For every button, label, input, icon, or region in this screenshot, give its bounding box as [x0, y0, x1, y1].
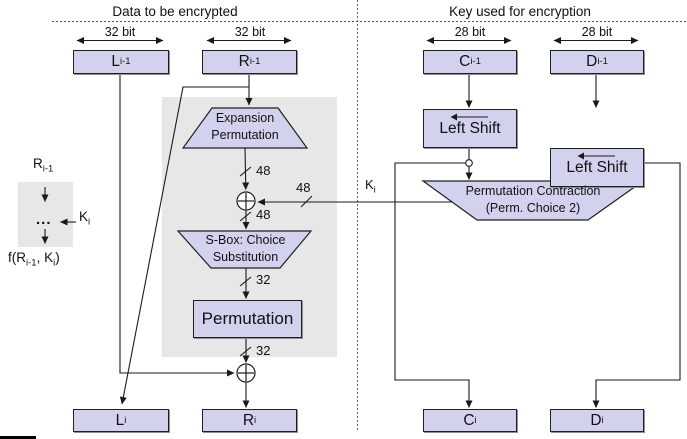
expansion-permutation-label: Expansion Permutation	[183, 110, 307, 144]
d-bit-width-label: 28 bit	[581, 25, 613, 39]
legend-input-sub: i-1	[42, 163, 54, 175]
expansion-permutation-shape	[181, 107, 309, 149]
subkey-label: Ki	[365, 177, 376, 195]
permutation-box: Permutation	[193, 300, 302, 338]
sbox-label: S-Box: Choice Substitution	[183, 232, 308, 266]
tick-48-xor	[239, 211, 252, 222]
register-d-next-label: D	[590, 411, 602, 429]
register-l-prev-label: L	[111, 53, 121, 70]
legend-f-p1: f(R	[8, 250, 26, 265]
xor-nodes	[236, 191, 256, 383]
left-shift-d-box: Left Shift	[550, 148, 644, 187]
subkey-main: K	[365, 177, 374, 192]
wires	[41, 74, 681, 408]
key-section-header: Key used for encryption	[449, 3, 591, 19]
perm-contraction-label: Permutation Contraction (Perm. Choice 2)	[433, 183, 633, 217]
tick-48-key	[300, 195, 313, 208]
register-l-next-label: L	[115, 411, 125, 429]
bus-ticks	[239, 166, 313, 357]
legend-input-main: R	[33, 156, 43, 171]
wire-lprev-to-xor	[119, 74, 235, 377]
legend-f-s1: i-1	[26, 257, 37, 269]
c-branch-joint	[465, 159, 473, 167]
legend-f-p2: , K	[36, 250, 54, 265]
legend-input-label: Ri-1	[33, 156, 53, 174]
legend-key-main: K	[79, 209, 89, 224]
legend-key-label: Ki	[79, 209, 90, 227]
wire-c-loop	[394, 162, 473, 408]
register-c-prev-label: C	[459, 53, 471, 70]
left-arrow-icon	[577, 152, 615, 160]
sbox-shape	[176, 230, 313, 269]
wire-rprev-to-lnext	[119, 86, 249, 405]
perm-contraction-line1: Permutation Contraction	[465, 184, 601, 198]
legend-dots: ...	[36, 211, 52, 228]
expansion-out-width: 48	[256, 163, 271, 178]
bottom-edge-bar	[0, 436, 36, 439]
legend-output-label: f(Ri-1, Ki)	[8, 250, 60, 268]
tick-32-perm	[239, 346, 252, 357]
sbox-line1: S-Box: Choice	[205, 233, 286, 247]
tick-48-expansion	[239, 166, 252, 177]
l-bit-width-label: 32 bit	[104, 25, 136, 39]
r-bit-width-label: 32 bit	[234, 25, 266, 39]
permutation-label: Permutation	[201, 309, 294, 328]
legend-f-p3: )	[55, 250, 60, 265]
left-shift-c-box: Left Shift	[423, 109, 517, 148]
left-shift-d-label: Left Shift	[566, 158, 628, 176]
subkey-sub: i	[373, 184, 376, 196]
left-arrow-icon	[450, 113, 488, 121]
sbox-out-width: 32	[256, 272, 271, 287]
register-c-next-label: C	[463, 411, 475, 429]
expansion-line1: Expansion	[215, 111, 275, 125]
legend-key-sub: i	[88, 216, 91, 228]
register-r-next-label: R	[242, 411, 255, 429]
data-section-header: Data to be encrypted	[112, 3, 238, 19]
tick-32-sbox	[239, 276, 252, 287]
register-r-prev-label: R	[238, 53, 250, 70]
perm-contraction-line2: (Perm. Choice 2)	[485, 201, 581, 215]
legend-f-s2: i	[53, 257, 56, 269]
perm-out-width: 32	[256, 343, 271, 358]
key-in-width: 48	[296, 180, 311, 195]
xor-out-width: 48	[256, 207, 271, 222]
wire-expansion-to-xor	[242, 147, 250, 190]
wire-d-loop	[592, 162, 681, 408]
c-bit-width-label: 28 bit	[454, 25, 486, 39]
left-shift-c-label: Left Shift	[439, 119, 501, 137]
sbox-line2: Substitution	[212, 250, 279, 264]
expansion-line2: Permutation	[211, 128, 279, 142]
register-d-prev-label: D	[586, 53, 598, 70]
